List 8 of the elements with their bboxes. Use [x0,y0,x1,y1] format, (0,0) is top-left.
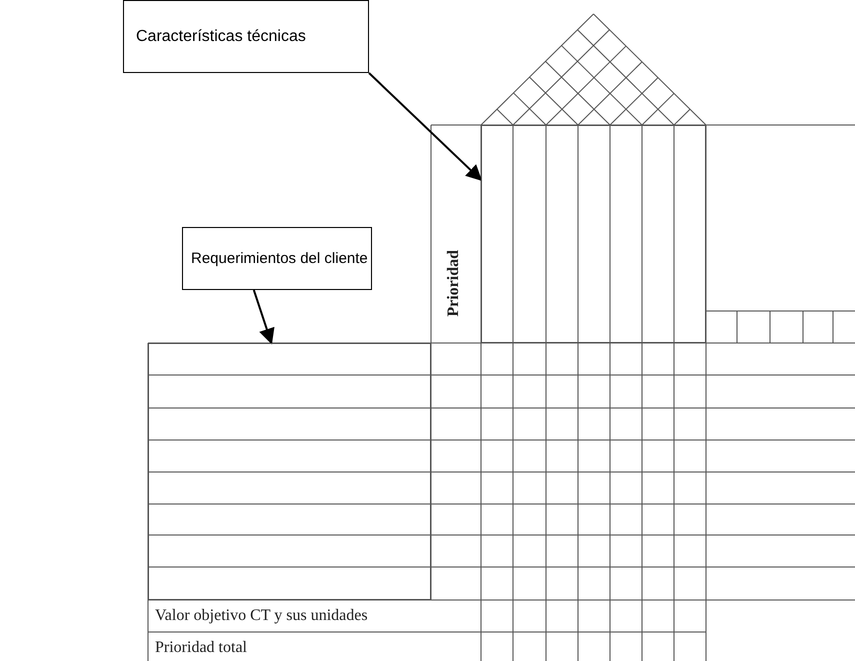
callout-box: Requerimientos del cliente [182,227,372,290]
callout-box: Características técnicas [123,0,369,73]
column-block [481,125,706,343]
row-block [148,343,431,600]
arrow [368,72,482,182]
row-header: Prioridad total [155,640,247,656]
column-header: Prioridad [446,250,462,317]
arrow [252,290,274,345]
